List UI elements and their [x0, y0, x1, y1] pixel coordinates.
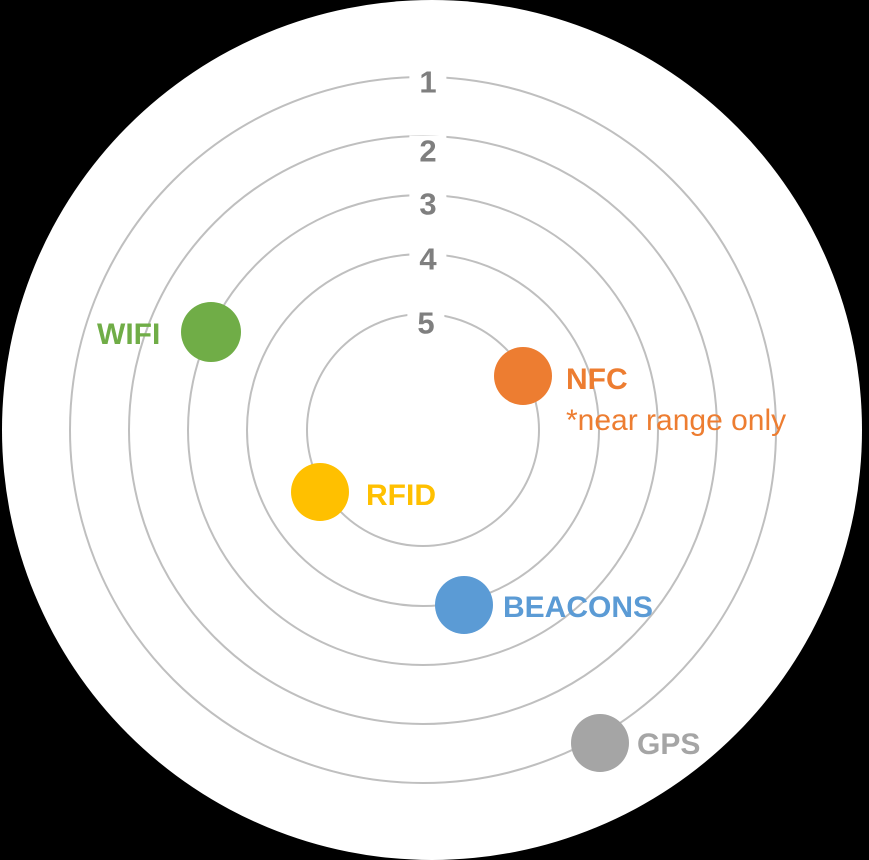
nfc-dot: [494, 347, 552, 405]
ring-label-1: 1: [409, 66, 447, 98]
wifi-dot: [181, 302, 241, 362]
wifi-label: WIFI: [97, 318, 161, 351]
gps-label: GPS: [637, 728, 701, 761]
ring-label-3: 3: [409, 188, 447, 220]
ring-label-5: 5: [407, 307, 445, 339]
nfc-label: NFC: [566, 363, 628, 396]
beacons-dot: [435, 576, 493, 634]
beacons-label: BEACONS: [503, 591, 654, 624]
ring-label-2: 2: [409, 135, 447, 167]
rfid-dot: [291, 463, 349, 521]
nfc-note: *near range only: [566, 404, 787, 437]
gps-dot: [571, 714, 629, 772]
ring-label-4: 4: [409, 243, 447, 275]
rfid-label: RFID: [366, 479, 436, 512]
